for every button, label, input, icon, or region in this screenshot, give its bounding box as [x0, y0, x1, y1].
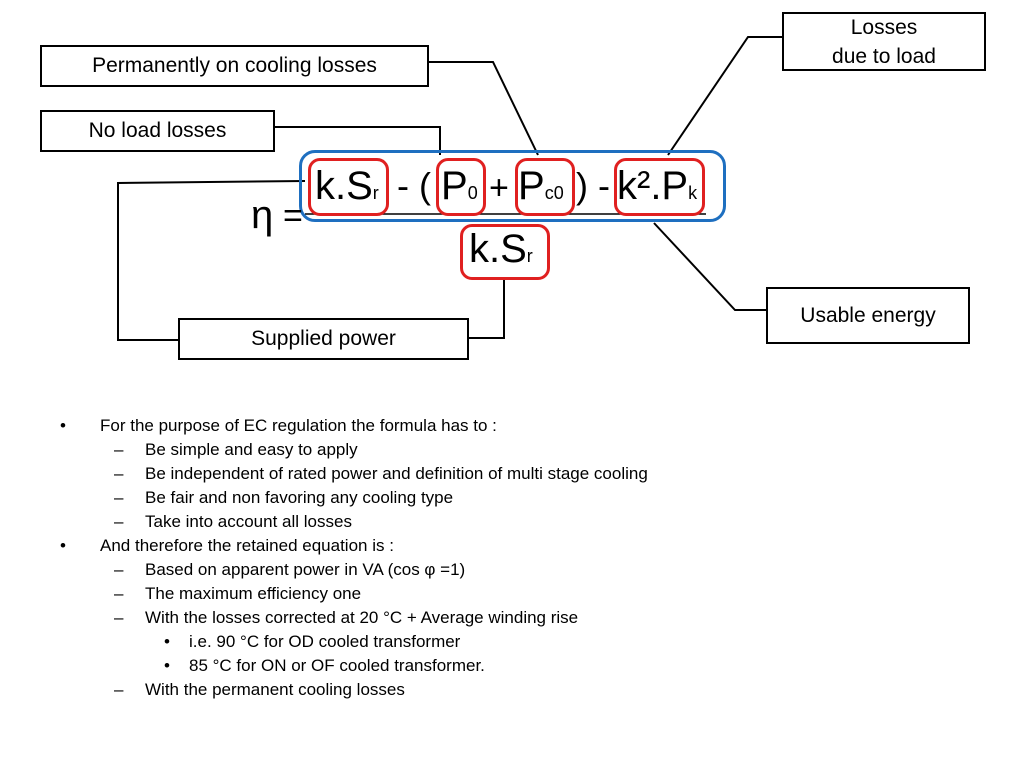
losses-due-to-load-line1: Losses: [850, 15, 918, 39]
term-pc0-highlight: [515, 158, 575, 216]
denominator: k.Sr: [469, 229, 533, 276]
term-pc0: Pc0: [518, 166, 564, 213]
connector-supplied-power-right: [468, 280, 505, 339]
term-k2pk-sub: k: [688, 183, 698, 203]
term-ksr: k.Sr: [315, 166, 379, 213]
bullet-text: i.e. 90 °C for OD cooled transformer: [189, 632, 461, 651]
term-p0-text: P: [441, 164, 468, 208]
bullet-text: The maximum efficiency one: [145, 584, 362, 603]
no-load-losses-box: No load losses: [40, 110, 275, 152]
bullet-marker: •: [164, 656, 170, 675]
connector-no-load: [274, 126, 441, 155]
bullet-text: With the losses corrected at 20 °C + Ave…: [145, 608, 579, 627]
bullet-marker: •: [60, 416, 66, 435]
connector-losses-due-to-load: [667, 36, 783, 156]
denominator-text: k.S: [469, 227, 527, 271]
permanently-on-cooling-losses-box: Permanently on cooling losses: [40, 45, 429, 87]
bullet-marker: –: [114, 608, 124, 627]
bullet-marker: –: [114, 464, 124, 483]
term-pc0-text: P: [518, 164, 545, 208]
bullet-marker: –: [114, 680, 124, 699]
minus-paren: - (: [397, 165, 431, 206]
bullet-marker: •: [164, 632, 170, 651]
losses-due-to-load-box: Losses due to load: [782, 12, 986, 71]
term-p0-sub: 0: [467, 183, 478, 203]
bullet-marker: –: [114, 512, 124, 531]
bullet-text: And therefore the retained equation is :: [100, 536, 394, 555]
term-k2pk: k².Pk: [617, 166, 697, 213]
no-load-label: No load losses: [88, 119, 227, 142]
usable-energy-box: Usable energy: [766, 287, 970, 344]
term-p0: P0: [441, 166, 478, 213]
bullet-text: Be fair and non favoring any cooling typ…: [145, 488, 454, 507]
term-ksr-text: k.S: [315, 164, 373, 208]
usable-energy-label: Usable energy: [800, 303, 936, 327]
bullet-marker: –: [114, 440, 124, 459]
losses-due-to-load-line2: due to load: [832, 44, 936, 68]
bullet-text: For the purpose of EC regulation the for…: [100, 416, 497, 435]
bullet-text: With the permanent cooling losses: [145, 680, 405, 699]
term-ksr-sub: r: [372, 183, 379, 203]
connector-usable-energy: [653, 222, 766, 311]
plus-sign: +: [489, 169, 509, 207]
equals-sign: =: [283, 197, 303, 235]
denominator-highlight: [460, 224, 550, 280]
permanently-on-label: Permanently on cooling losses: [92, 54, 377, 77]
term-k2pk-highlight: [614, 158, 705, 216]
connector-supplied-power-left: [117, 180, 306, 341]
bullet-text: Take into account all losses: [145, 512, 352, 531]
bullet-marker: –: [114, 488, 124, 507]
term-pc0-sub: c0: [544, 183, 564, 203]
denominator-sub: r: [526, 246, 533, 266]
bullet-text: Be independent of rated power and defini…: [145, 464, 648, 483]
bullet-text: Based on apparent power in VA (cos φ =1): [145, 560, 466, 579]
bullet-marker: –: [114, 584, 124, 603]
bullet-text: 85 °C for ON or OF cooled transformer.: [189, 656, 485, 675]
eta-symbol: η: [251, 193, 274, 237]
term-k2pk-text: k².P: [617, 164, 689, 208]
close-paren-minus: ) -: [576, 165, 610, 206]
connector-permanently-on: [428, 61, 539, 156]
bullet-marker: –: [114, 560, 124, 579]
supplied-power-label: Supplied power: [251, 327, 396, 350]
term-ksr-highlight: [308, 158, 389, 216]
numerator-highlight: [299, 150, 726, 222]
term-p0-highlight: [436, 158, 486, 216]
supplied-power-box: Supplied power: [178, 318, 469, 360]
bullet-marker: •: [60, 536, 66, 555]
bullet-text: Be simple and easy to apply: [145, 440, 358, 459]
